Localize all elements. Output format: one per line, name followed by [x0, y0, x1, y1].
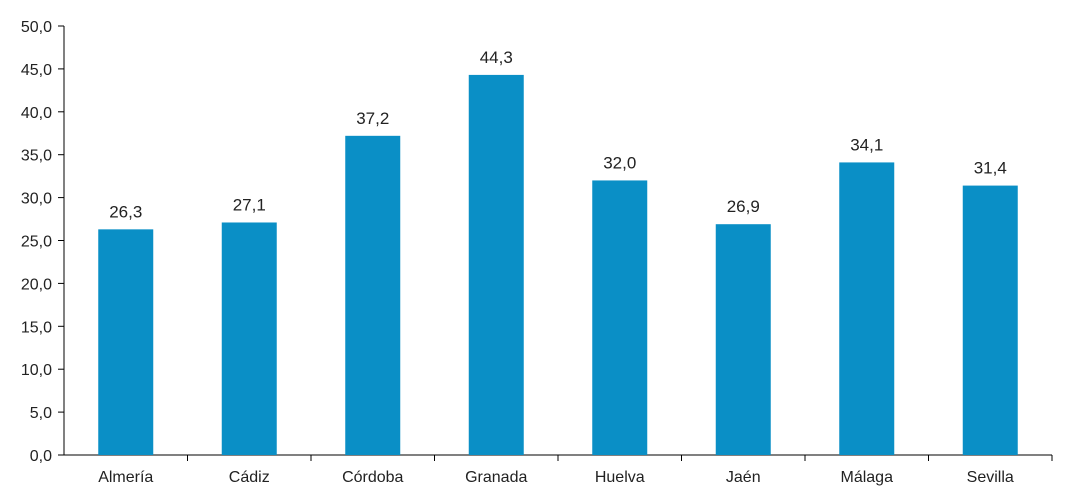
bar: [468, 74, 524, 455]
y-tick-label: 15,0: [21, 319, 52, 336]
bar: [345, 135, 401, 455]
data-label: 31,4: [974, 159, 1007, 178]
x-tick-label: Almería: [98, 469, 153, 486]
x-tick-label: Málaga: [841, 469, 894, 486]
data-label: 26,3: [109, 202, 142, 221]
y-tick-label: 30,0: [21, 191, 52, 208]
bar: [592, 180, 648, 455]
data-label: 37,2: [356, 109, 389, 128]
bars-group: [98, 74, 1018, 455]
data-label: 44,3: [480, 48, 513, 67]
x-tick-label: Sevilla: [967, 469, 1014, 486]
bar: [98, 229, 154, 455]
bar: [962, 185, 1018, 455]
bar: [839, 162, 895, 455]
y-tick-label: 20,0: [21, 276, 52, 293]
x-tick-label: Cádiz: [229, 469, 270, 486]
y-tick-label: 5,0: [30, 405, 52, 422]
x-tick-label: Jaén: [726, 469, 761, 486]
y-tick-label: 35,0: [21, 148, 52, 165]
y-tick-label: 25,0: [21, 234, 52, 251]
y-tick-label: 50,0: [21, 19, 52, 36]
y-tick-label: 45,0: [21, 62, 52, 79]
y-tick-label: 0,0: [30, 448, 52, 465]
data-label: 34,1: [850, 135, 883, 154]
data-label: 26,9: [727, 197, 760, 216]
bar: [221, 222, 277, 455]
y-tick-label: 10,0: [21, 362, 52, 379]
x-tick-label: Granada: [465, 469, 527, 486]
axes: 0,0 5,0 10,0 15,0 20,0 25,0 30,0 35,0 40,0 45,0 50…: [21, 19, 1053, 465]
data-label: 32,0: [603, 153, 636, 172]
bar: [715, 224, 771, 455]
x-tick-label: Huelva: [595, 469, 645, 486]
data-label: 27,1: [233, 195, 266, 214]
x-tick-label: Córdoba: [342, 469, 403, 486]
y-tick-label: 40,0: [21, 105, 52, 122]
